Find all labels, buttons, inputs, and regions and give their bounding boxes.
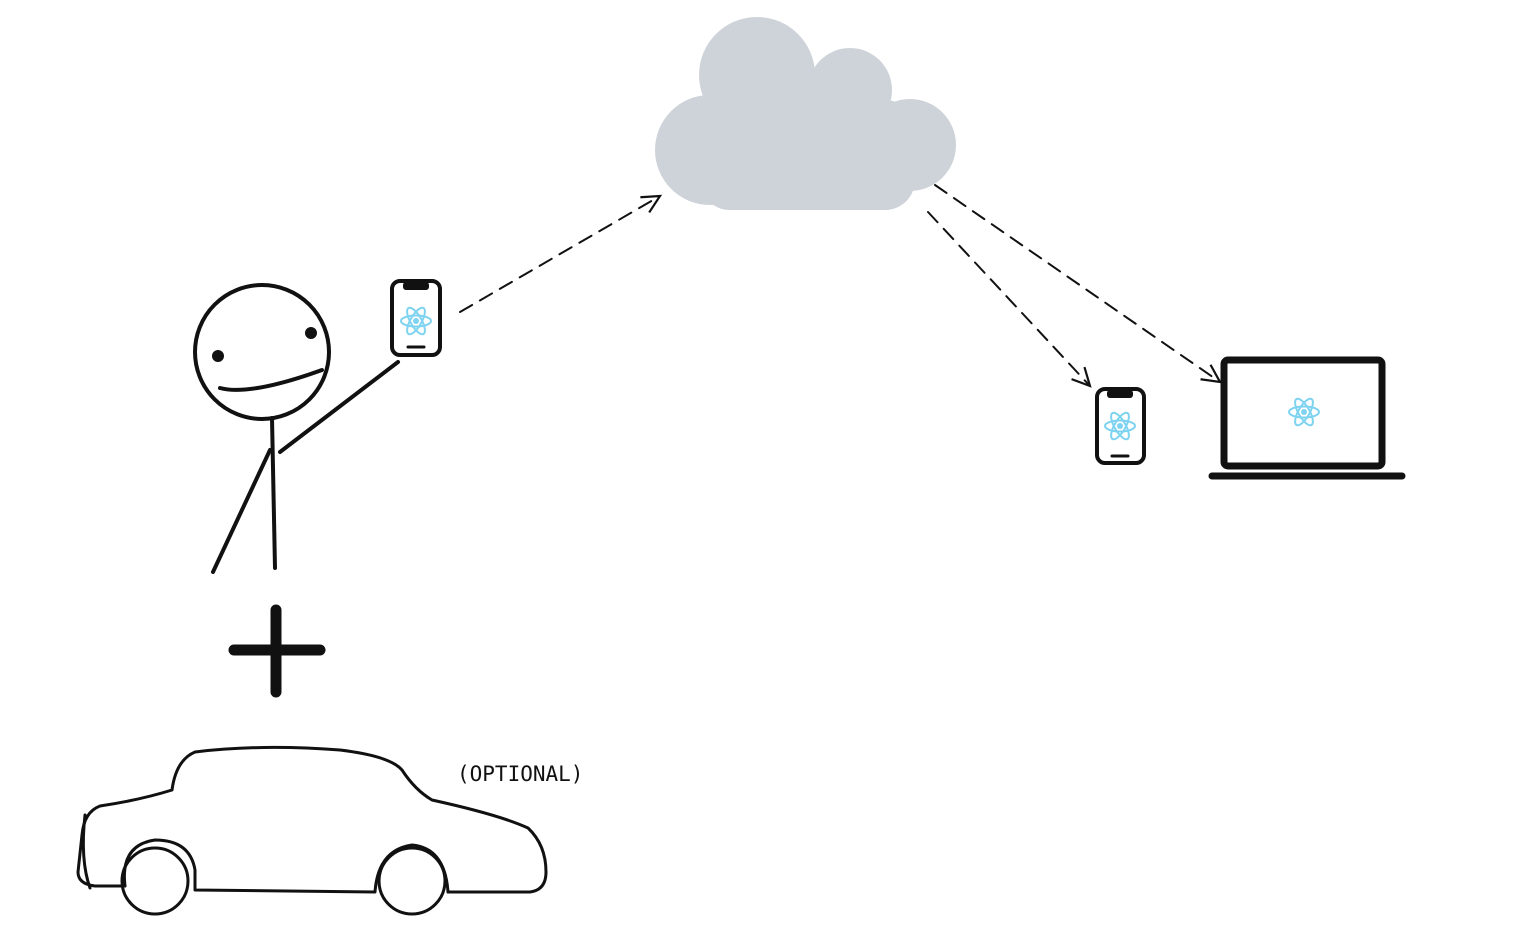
cloud-icon [655, 17, 956, 210]
react-icon [400, 304, 432, 338]
arrow-cloud-to-laptop [934, 184, 1220, 382]
stick-figure-icon [193, 283, 400, 574]
arrow-phone-to-cloud [459, 196, 660, 313]
plus-icon [228, 604, 326, 698]
laptop-icon [1208, 356, 1406, 480]
car-optional-label: (OPTIONAL) [457, 762, 584, 786]
react-icon [1288, 395, 1320, 429]
dashed-arrows [459, 184, 1220, 386]
phone-receiver-icon [1095, 387, 1146, 465]
react-icon [1104, 409, 1136, 443]
car-icon [76, 745, 548, 916]
arrow-cloud-to-phone [927, 211, 1090, 386]
phone-sender-icon [390, 279, 442, 357]
